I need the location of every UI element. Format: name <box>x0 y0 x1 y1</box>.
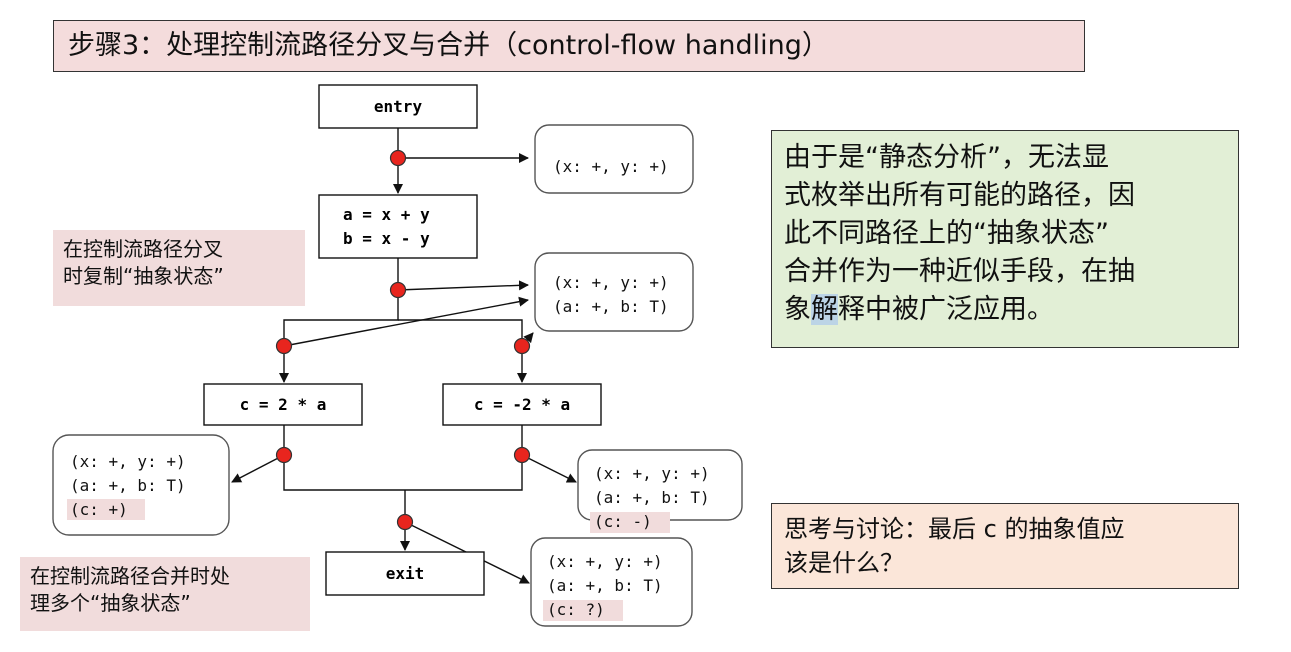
program-point-dot <box>389 281 407 299</box>
program-point-dot <box>513 446 531 464</box>
program-point-dot <box>396 513 414 531</box>
state-4-line: (x: +, y: +) <box>594 464 710 483</box>
discussion-question: 思考与讨论：最后 c 的抽象值应 该是什么？ <box>771 503 1239 589</box>
state-2-line: (x: +, y: +) <box>553 273 669 292</box>
state-3-line: (a: +, b: T) <box>70 476 186 495</box>
static-analysis-note-line: 由于是“静态分析”，无法显 <box>784 142 1109 173</box>
state-4-highlight <box>590 512 670 533</box>
program-point-dot <box>513 337 531 355</box>
node-assign <box>318 194 478 259</box>
arrow-to-s4 <box>521 454 577 483</box>
node-exit <box>325 551 485 596</box>
text-fragment: 释中被广泛应用。 <box>838 294 1054 325</box>
static-analysis-note-line: 象解释中被广泛应用。 <box>784 291 1226 329</box>
arrow-to-s3 <box>231 454 285 483</box>
node-right <box>442 383 602 426</box>
fork-note-line: 时复制“抽象状态” <box>63 264 224 288</box>
state-box-1 <box>534 124 694 194</box>
merge-note: 在控制流路径合并时处 理多个“抽象状态” <box>20 557 310 631</box>
state-3-highlight <box>67 499 145 520</box>
cfg-nodes: entry a = x + y b = x - y c = 2 * a c = … <box>203 84 602 596</box>
fork-note-line: 在控制流路径分叉 <box>63 237 223 261</box>
node-assign-line2: b = x - y <box>343 229 430 248</box>
fork-note: 在控制流路径分叉 时复制“抽象状态” <box>53 230 305 306</box>
state-2-line: (a: +, b: T) <box>553 297 669 316</box>
node-exit-label: exit <box>386 564 425 583</box>
state-4-line: (c: -) <box>594 512 652 531</box>
state-arrows <box>231 153 577 584</box>
discussion-question-line: 思考与讨论：最后 c 的抽象值应 <box>784 515 1125 543</box>
state-5-line: (a: +, b: T) <box>547 576 663 595</box>
state-box-4 <box>577 449 743 521</box>
node-assign-line1: a = x + y <box>343 205 430 224</box>
program-points <box>275 149 531 531</box>
state-4-line: (a: +, b: T) <box>594 488 710 507</box>
page-title: 步骤3：处理控制流路径分叉与合并（control-flow handling） <box>53 20 1085 72</box>
discussion-question-line: 该是什么？ <box>784 549 904 577</box>
arrow-to-s2 <box>397 280 529 291</box>
static-analysis-note-line: 此不同路径上的“抽象状态” <box>784 218 1109 249</box>
node-left <box>203 383 363 426</box>
selected-text-highlight: 解 <box>811 294 838 325</box>
static-analysis-note-line: 合并作为一种近似手段，在抽 <box>784 256 1135 287</box>
state-box-2 <box>534 252 694 332</box>
edge-merge <box>283 425 523 491</box>
edge-assign-right <box>398 319 527 383</box>
state-5-highlight <box>543 600 623 621</box>
state-boxes: (x: +, y: +) (x: +, y: +) (a: +, b: T) (… <box>52 124 743 627</box>
node-right-label: c = -2 * a <box>474 395 570 414</box>
arrow-left-to-s2 <box>283 296 529 347</box>
program-point-dot <box>275 337 293 355</box>
program-point-dot <box>275 446 293 464</box>
node-left-label: c = 2 * a <box>240 395 327 414</box>
program-point-dot <box>389 149 407 167</box>
state-3-line: (x: +, y: +) <box>70 452 186 471</box>
state-5-line: (c: ?) <box>547 600 605 619</box>
static-analysis-note: 由于是“静态分析”，无法显 式枚举出所有可能的路径，因 此不同路径上的“抽象状态… <box>771 130 1239 348</box>
merge-note-line: 理多个“抽象状态” <box>30 591 191 615</box>
state-5-line: (x: +, y: +) <box>547 552 663 571</box>
static-analysis-note-line: 式枚举出所有可能的路径，因 <box>784 180 1135 211</box>
state-1-line: (x: +, y: +) <box>553 157 669 176</box>
node-entry <box>318 84 478 129</box>
node-entry-label: entry <box>374 97 423 116</box>
text-fragment: 象 <box>784 294 811 325</box>
merge-note-line: 在控制流路径合并时处 <box>30 564 230 588</box>
state-3-line: (c: +) <box>70 500 128 519</box>
